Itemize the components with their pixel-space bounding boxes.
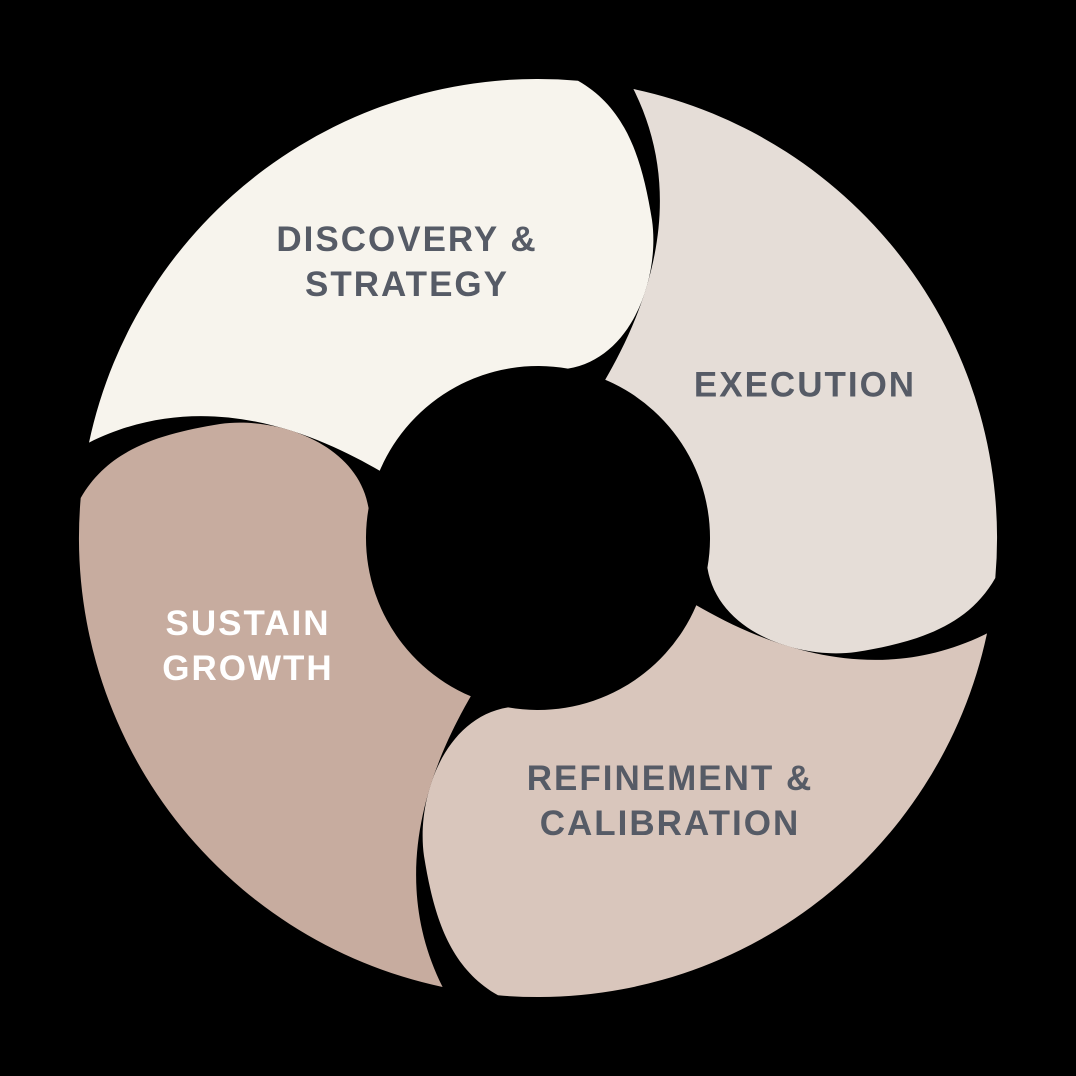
- label-line: REFINEMENT &: [526, 759, 814, 798]
- label-sustain-growth: SUSTAIN GROWTH: [162, 601, 333, 691]
- segment-refinement-calibration-shape: [422, 605, 987, 998]
- label-line: CALIBRATION: [539, 804, 801, 843]
- label-refinement-calibration: REFINEMENT & CALIBRATION: [527, 756, 814, 846]
- segment-sustain-growth-shape: [78, 422, 471, 987]
- label-line: STRATEGY: [305, 265, 509, 304]
- label-execution: EXECUTION: [694, 363, 916, 408]
- label-line: EXECUTION: [693, 365, 917, 405]
- segment-execution-shape: [605, 89, 998, 654]
- label-line: DISCOVERY &: [276, 220, 538, 259]
- label-line: GROWTH: [162, 649, 334, 688]
- label-discovery-strategy: DISCOVERY & STRATEGY: [276, 217, 537, 307]
- label-line: SUSTAIN: [165, 604, 331, 643]
- segment-discovery-strategy-shape: [89, 78, 654, 471]
